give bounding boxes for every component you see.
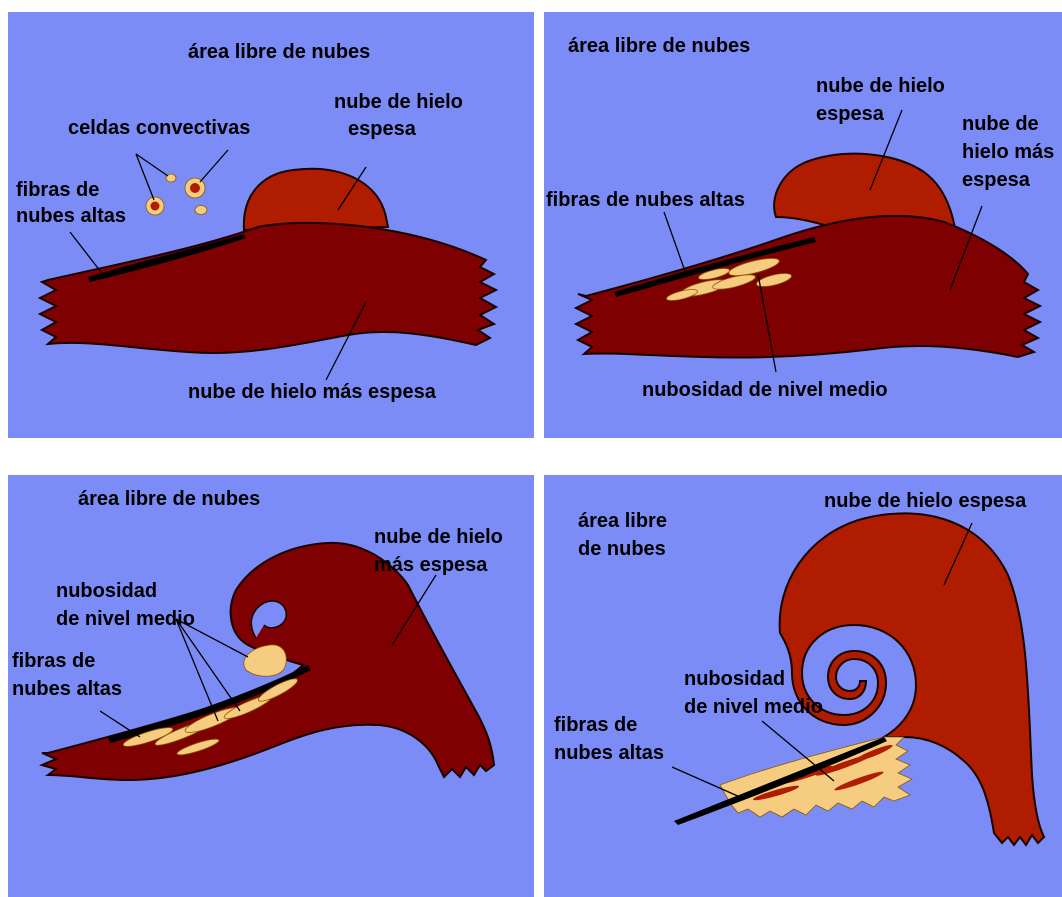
- stage-2-diagram: área libre de nubes nube de hielo espesa…: [544, 12, 1062, 438]
- label-cloud-free-area-line1: área libre: [578, 510, 667, 532]
- label-high-cloud-fibers-line2: nubes altas: [554, 742, 664, 764]
- label-cloud-free-area: área libre de nubes: [188, 41, 370, 63]
- label-mid-level-cloud-line1: nubosidad: [56, 580, 157, 602]
- label-thicker-ice-cloud-line1: nube de: [962, 113, 1039, 135]
- label-thick-ice-cloud-line2: espesa: [348, 118, 417, 140]
- label-cloud-free-area: área libre de nubes: [78, 488, 260, 510]
- pointer-line: [664, 212, 686, 274]
- label-mid-level-cloud-line2: de nivel medio: [684, 696, 823, 718]
- label-thicker-ice-cloud-line2: hielo más: [962, 141, 1054, 163]
- label-high-cloud-fibers-line1: fibras de: [16, 179, 99, 201]
- panel-stage-2: área libre de nubes nube de hielo espesa…: [544, 12, 1062, 438]
- label-convective-cells: celdas convectivas: [68, 117, 250, 139]
- label-mid-level-cloud: nubosidad de nivel medio: [642, 379, 888, 401]
- label-high-cloud-fibers-line1: fibras de: [554, 714, 637, 736]
- label-high-cloud-fibers-line1: fibras de: [12, 650, 95, 672]
- label-mid-level-cloud-line2: de nivel medio: [56, 608, 195, 630]
- stage-1-diagram: área libre de nubes nube de hielo espesa…: [8, 12, 534, 438]
- thick-ice-cloud-dome: [244, 169, 388, 230]
- stage-4-diagram: nube de hielo espesa área libre de nubes…: [544, 475, 1062, 897]
- label-cloud-free-area: área libre de nubes: [568, 35, 750, 57]
- stage-3-diagram: área libre de nubes nube de hielo más es…: [8, 475, 534, 897]
- pointer-line: [200, 150, 228, 182]
- label-thicker-ice-cloud-line3: espesa: [962, 169, 1031, 191]
- label-thick-ice-cloud: nube de hielo espesa: [824, 490, 1027, 512]
- thicker-ice-cloud-band: [40, 223, 496, 353]
- label-thick-ice-cloud-line1: nube de hielo: [816, 75, 945, 97]
- label-thicker-ice-cloud-line2: más espesa: [374, 554, 488, 576]
- label-thick-ice-cloud-line2: espesa: [816, 103, 885, 125]
- label-cloud-free-area-line2: de nubes: [578, 538, 666, 560]
- panel-stage-3: área libre de nubes nube de hielo más es…: [8, 475, 534, 897]
- convective-cell-core: [190, 183, 200, 193]
- label-thicker-ice-cloud-line1: nube de hielo: [374, 526, 503, 548]
- label-high-cloud-fibers: fibras de nubes altas: [546, 189, 745, 211]
- panel-stage-4: nube de hielo espesa área libre de nubes…: [544, 475, 1062, 897]
- label-mid-level-cloud-line1: nubosidad: [684, 668, 785, 690]
- label-thicker-ice-cloud: nube de hielo más espesa: [188, 381, 437, 403]
- panel-stage-1: área libre de nubes nube de hielo espesa…: [8, 12, 534, 438]
- convective-cell-core: [151, 202, 160, 211]
- mid-level-cloud-blob: [244, 645, 286, 676]
- label-thick-ice-cloud-line1: nube de hielo: [334, 91, 463, 113]
- label-high-cloud-fibers-line2: nubes altas: [16, 205, 126, 227]
- pointer-line: [70, 232, 104, 276]
- label-high-cloud-fibers-line2: nubes altas: [12, 678, 122, 700]
- convective-cell: [195, 206, 207, 215]
